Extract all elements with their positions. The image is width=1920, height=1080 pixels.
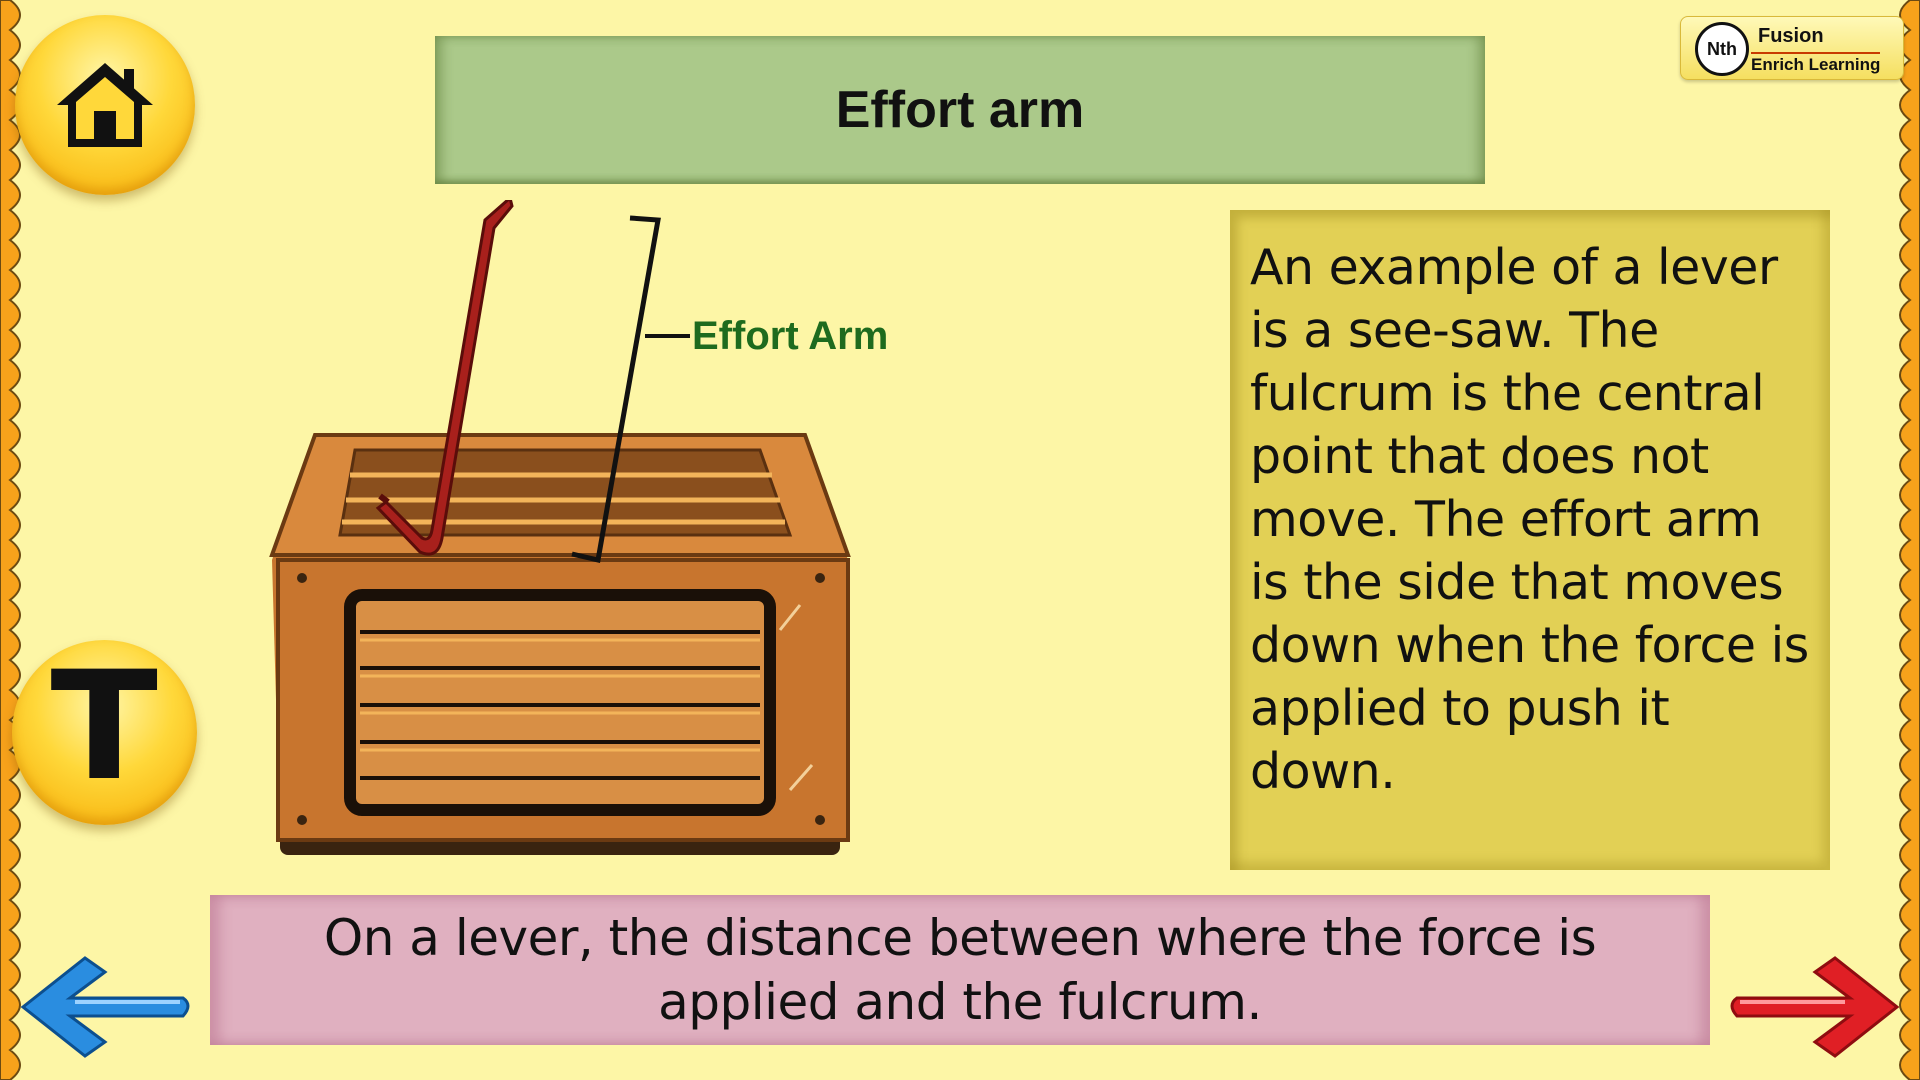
back-button[interactable] (15, 950, 195, 1060)
next-button[interactable] (1725, 950, 1905, 1060)
text-toggle-button[interactable]: T (12, 640, 197, 825)
house-icon (57, 63, 153, 147)
crate-crowbar-illustration: Effort Arm (269, 200, 888, 855)
effort-arm-label: Effort Arm (692, 314, 888, 358)
logo-line1: Fusion (1758, 25, 1824, 47)
title-bar: Effort arm (435, 36, 1485, 184)
info-panel: An example of a lever is a see-saw. The … (1230, 210, 1830, 870)
definition-text: On a lever, the distance between where t… (323, 909, 1597, 1031)
effort-arm-bracket (571, 215, 661, 564)
crowbar (375, 200, 514, 556)
definition-bar: On a lever, the distance between where t… (210, 895, 1710, 1045)
crate (269, 433, 851, 842)
info-panel-text: An example of a lever is a see-saw. The … (1250, 239, 1809, 800)
text-toggle-label: T (50, 639, 159, 814)
brand-logo: Nth Fusion Enrich Learning (1680, 16, 1904, 80)
right-arrow-icon (1730, 956, 1900, 1058)
page-title: Effort arm (835, 81, 1085, 139)
home-button[interactable] (15, 15, 195, 195)
logo-line2: Enrich Learning (1751, 52, 1881, 75)
left-scalloped-border (0, 0, 21, 1080)
right-scalloped-border (1899, 0, 1920, 1080)
logo-badge: Nth (1695, 22, 1749, 76)
left-arrow-icon (20, 956, 190, 1058)
